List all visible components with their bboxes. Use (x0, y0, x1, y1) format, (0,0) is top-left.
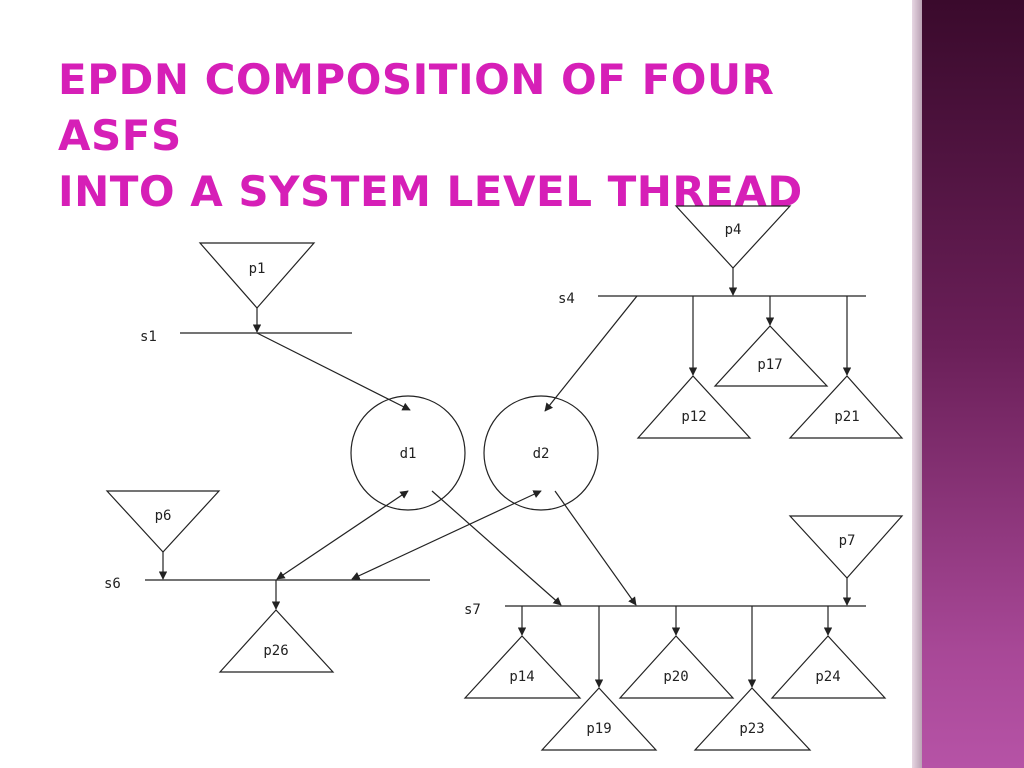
label-p26: p26 (263, 643, 288, 659)
p19-triangle (540, 687, 658, 751)
slide-title-line-1: EPDN COMPOSITION OF FOUR ASFS (58, 55, 775, 160)
epdn-diagram: s1 s4 s6 s7 p1 p4 p6 p7 p12 p17 p21 p14 … (104, 205, 904, 751)
arrow-d1-s7 (431, 490, 562, 606)
label-p24: p24 (815, 669, 840, 685)
p12-triangle (636, 375, 752, 439)
label-s1: s1 (140, 329, 157, 345)
label-p20: p20 (663, 669, 688, 685)
label-p6: p6 (155, 508, 172, 524)
arrow-s4-d2 (544, 295, 638, 412)
label-p23: p23 (739, 721, 764, 737)
label-s7: s7 (464, 602, 481, 618)
p21-triangle (788, 375, 904, 439)
label-p14: p14 (509, 669, 534, 685)
arrow-d1-s6 (276, 490, 409, 580)
label-p17: p17 (757, 357, 782, 373)
p1-triangle (198, 242, 316, 309)
label-p12: p12 (681, 409, 706, 425)
label-s4: s4 (558, 291, 575, 307)
p20-triangle (618, 635, 735, 699)
arrow-d2-s7 (554, 490, 637, 606)
decorative-sidebar (912, 0, 1024, 768)
p4-triangle (674, 205, 792, 269)
label-d1: d1 (400, 446, 417, 462)
label-p1: p1 (249, 261, 266, 277)
arrow-d2-s6 (351, 490, 542, 580)
label-s6: s6 (104, 576, 121, 592)
arrow-s1-d1 (256, 332, 411, 411)
p7-triangle (788, 515, 904, 579)
p24-triangle (770, 635, 887, 699)
p23-triangle (693, 687, 812, 751)
p26-triangle (218, 609, 335, 673)
label-p7: p7 (839, 533, 856, 549)
label-p4: p4 (725, 222, 742, 238)
label-p19: p19 (586, 721, 611, 737)
sidebar-edge (912, 0, 922, 768)
p6-triangle (105, 490, 221, 553)
label-p21: p21 (834, 409, 859, 425)
p14-triangle (463, 635, 582, 699)
p17-triangle (713, 325, 829, 387)
label-d2: d2 (533, 446, 550, 462)
